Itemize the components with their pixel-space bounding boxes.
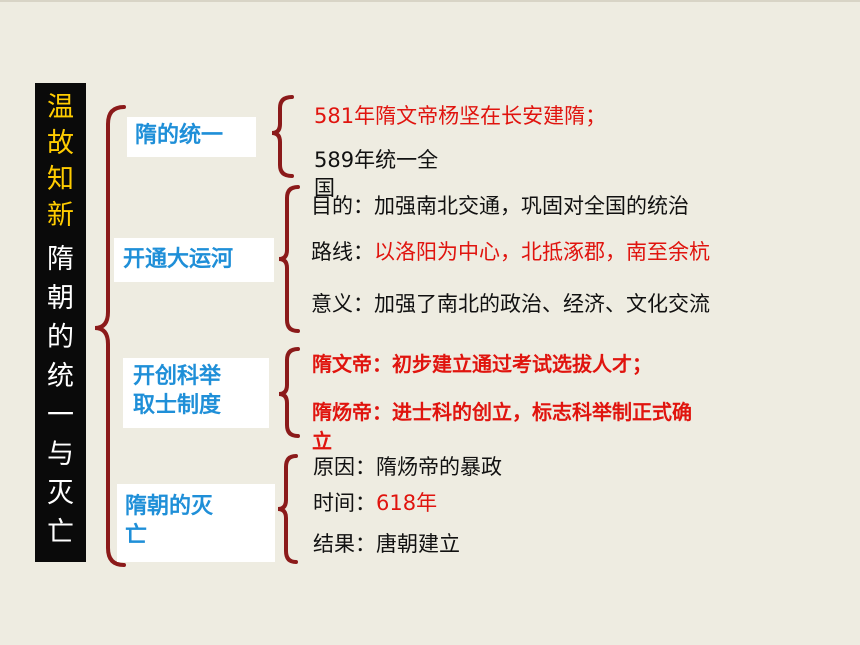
canal-meaning: 意义：加强了南北的政治、经济、文化交流 [311, 291, 710, 317]
purpose-text: 加强南北交通，巩固对全国的统治 [374, 194, 689, 218]
topic-box-fall: 隋朝的灭 亡 [117, 484, 275, 562]
topic-box-unify: 隋的统一 [127, 117, 256, 157]
exam-line-1: 隋文帝：初步建立通过考试选拔人才； [312, 352, 652, 376]
title-char: 灭 [47, 478, 74, 509]
unify-line-2-wrap: 国 [314, 176, 335, 200]
cause-text: 隋炀帝的暴政 [376, 455, 502, 479]
title-char: 温 [47, 92, 74, 123]
route-label: 路线： [311, 240, 374, 264]
exam-line-2: 隋炀帝：进士科的创立，标志科举制正式确 [312, 400, 692, 424]
title-char: 的 [47, 322, 74, 353]
title-char: 故 [47, 128, 74, 159]
exam-line-2-wrap: 立 [312, 429, 332, 453]
title-char: 统 [47, 361, 74, 392]
bracket-unify [271, 95, 294, 178]
title-char: 隋 [47, 244, 74, 275]
topic-label-line2: 亡 [125, 523, 148, 548]
title-char: 知 [47, 164, 74, 195]
topic-label-line2: 取士制度 [133, 393, 222, 418]
topic-label: 隋的统一 [135, 123, 224, 148]
title-char: 朝 [47, 283, 74, 314]
unify-line-1: 581年隋文帝杨坚在长安建隋； [314, 104, 607, 128]
meaning-label: 意义： [311, 292, 374, 316]
fall-cause: 原因：隋炀帝的暴政 [313, 454, 502, 480]
title-char: 与 [47, 439, 74, 470]
title-char: 一 [47, 400, 74, 431]
meaning-text: 加强了南北的政治、经济、文化交流 [374, 292, 710, 316]
topic-box-canal: 开通大运河 [114, 238, 274, 282]
fall-time: 时间：618年 [313, 490, 437, 516]
purpose-label: 目的： [311, 194, 374, 218]
time-text: 618年 [376, 491, 438, 515]
topic-label-line1: 开创科举 [133, 364, 222, 389]
topic-box-exam: 开创科举 取士制度 [123, 358, 269, 428]
unify-line-2: 589年统一全 [314, 148, 439, 172]
bracket-exam [278, 347, 300, 438]
side-title-bar: 温 故 知 新 隋 朝 的 统 一 与 灭 亡 [35, 83, 86, 562]
topic-label: 开通大运河 [123, 247, 234, 272]
top-border-line [0, 0, 860, 2]
topic-label-line1: 隋朝的灭 [125, 494, 214, 519]
title-char: 新 [47, 200, 74, 231]
bracket-fall [277, 454, 298, 564]
canal-purpose: 目的：加强南北交通，巩固对全国的统治 [311, 193, 689, 219]
time-label: 时间： [313, 491, 376, 515]
bracket-canal [278, 185, 300, 333]
canal-route: 路线：以洛阳为中心，北抵涿郡，南至余杭 [311, 239, 710, 265]
fall-result: 结果：唐朝建立 [313, 531, 460, 557]
cause-label: 原因： [313, 455, 376, 479]
main-bracket [94, 105, 126, 567]
result-text: 唐朝建立 [376, 532, 460, 556]
title-char: 亡 [47, 517, 74, 548]
route-text: 以洛阳为中心，北抵涿郡，南至余杭 [374, 240, 710, 264]
result-label: 结果： [313, 532, 376, 556]
